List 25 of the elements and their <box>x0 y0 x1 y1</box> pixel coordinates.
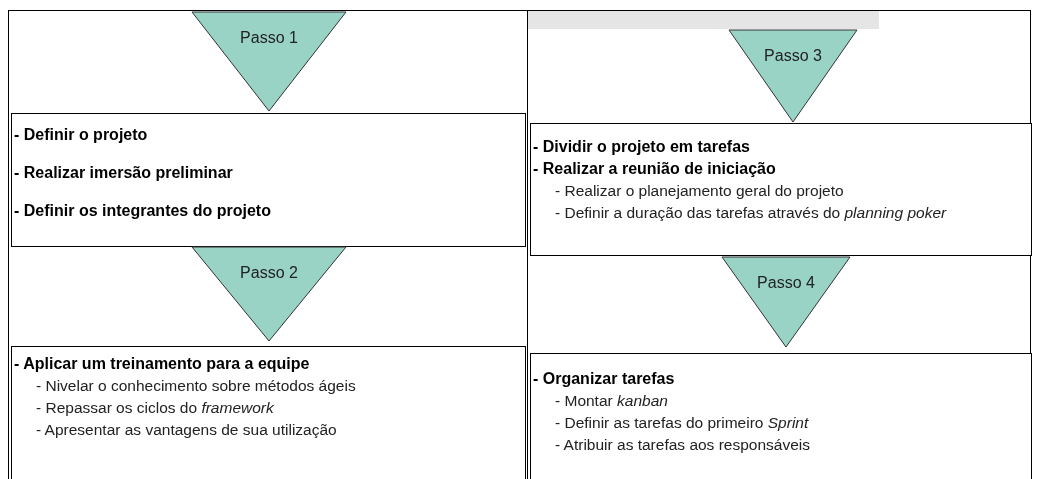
task-box <box>530 353 1032 479</box>
task-item: - Atribuir as tarefas aos responsáveis <box>554 435 811 455</box>
task-item: - Definir as tarefas do primeiro Sprint <box>554 413 810 433</box>
task-item: - Repassar os ciclos do framework <box>35 398 275 418</box>
step-label: Passo 4 <box>756 273 816 293</box>
task-heading: - Aplicar um treinamento para a equipe <box>13 354 311 374</box>
task-heading: - Realizar imersão preliminar <box>13 163 234 183</box>
task-item: - Apresentar as vantagens de sua utilização <box>35 420 338 440</box>
task-heading: - Dividir o projeto em tarefas <box>532 137 751 157</box>
task-item: - Nivelar o conhecimento sobre métodos ágeis <box>35 376 357 396</box>
task-heading: - Organizar tarefas <box>532 369 676 389</box>
task-item: - Realizar o planejamento geral do projeto <box>554 181 845 201</box>
step-label: Passo 1 <box>239 28 299 48</box>
panel <box>527 10 1031 479</box>
task-box <box>11 346 526 479</box>
task-item: - Montar kanban <box>554 391 669 411</box>
task-item: - Definir a duração das tarefas através do planning poker <box>554 203 948 223</box>
task-heading: - Definir o projeto <box>13 125 149 145</box>
panel <box>8 10 528 479</box>
step-label: Passo 3 <box>763 46 823 66</box>
task-box <box>11 113 526 247</box>
task-heading: - Definir os integrantes do projeto <box>13 201 272 221</box>
task-heading: - Realizar a reunião de iniciação <box>532 159 777 179</box>
step-label: Passo 2 <box>239 263 299 283</box>
task-box <box>530 123 1032 256</box>
